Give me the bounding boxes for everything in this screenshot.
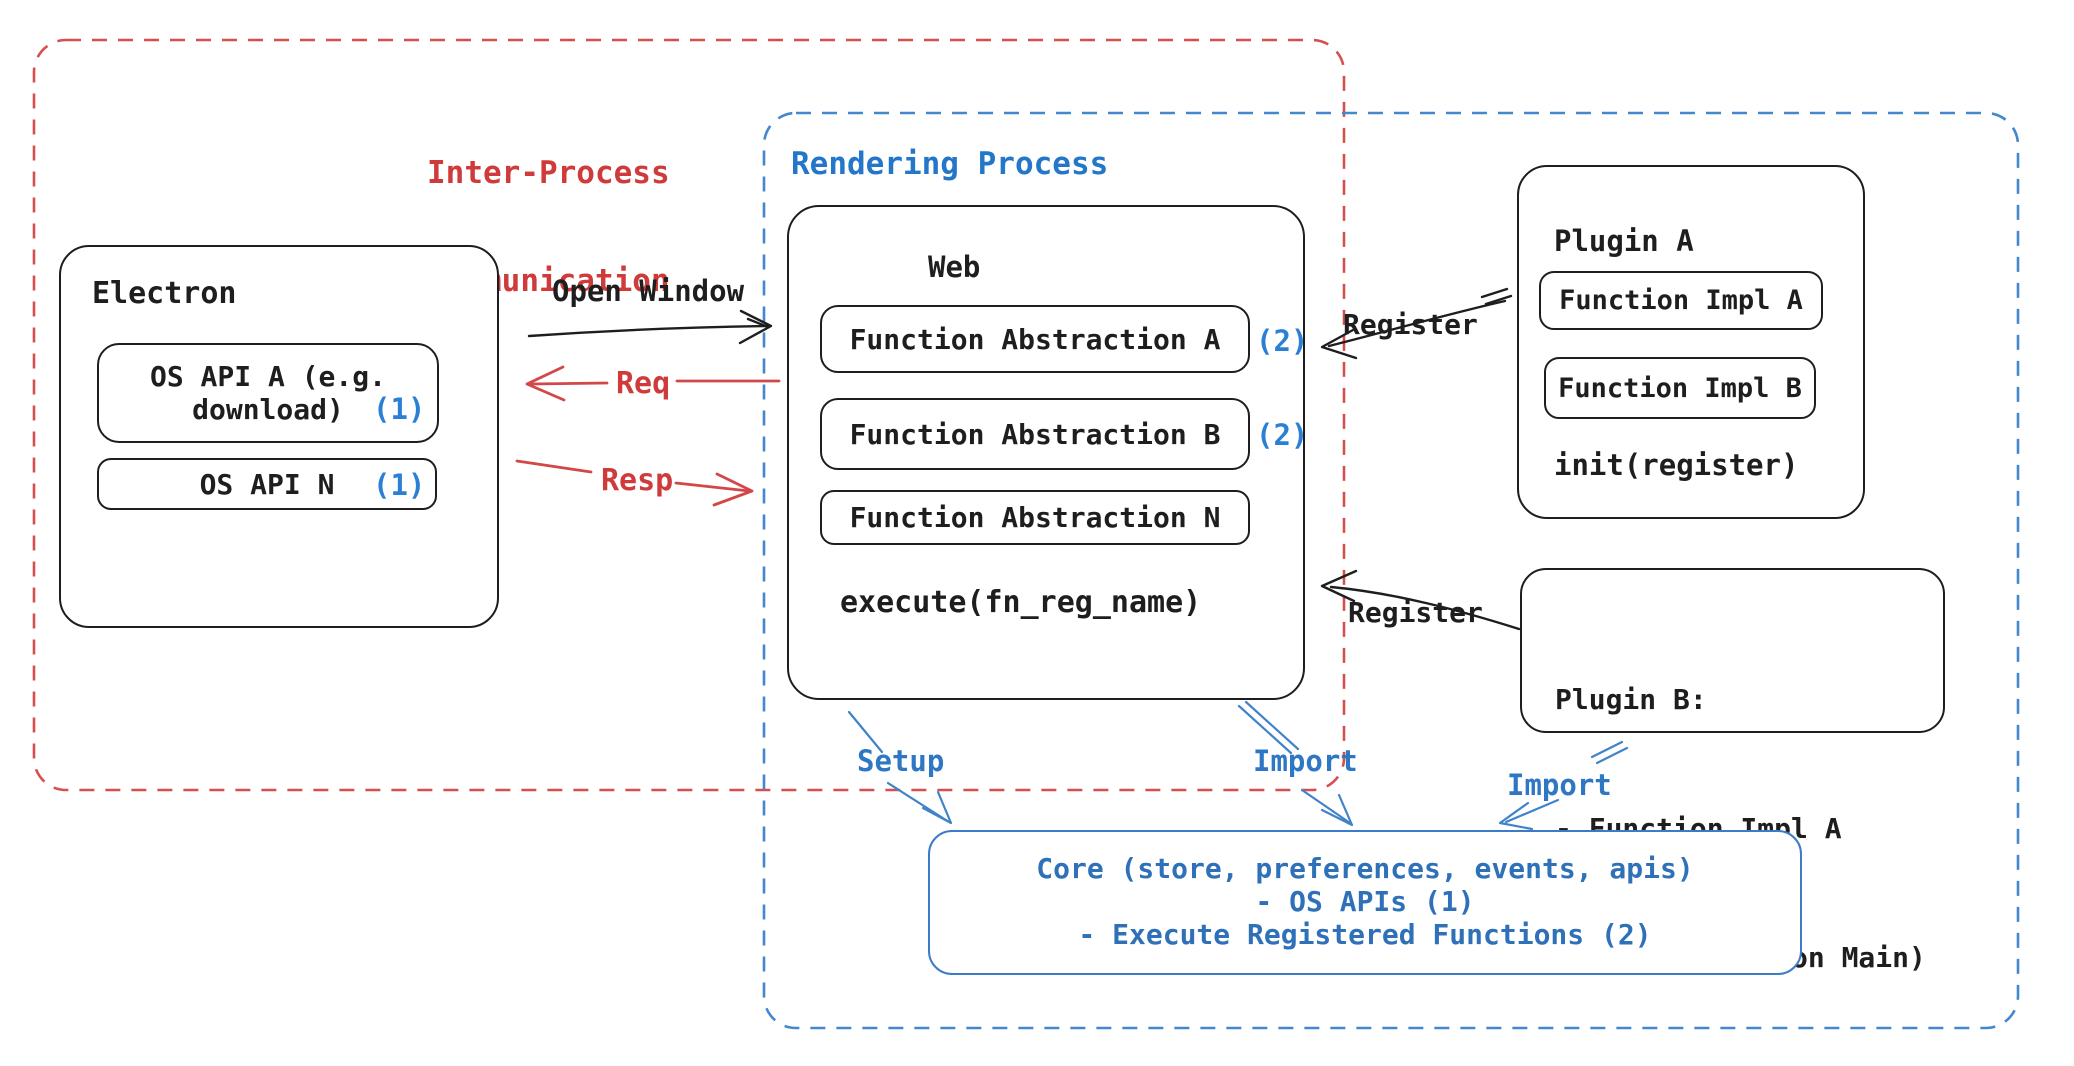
function-impl-a-label: Function Impl A — [1559, 285, 1803, 316]
function-abstraction-b-note: (2) — [1256, 418, 1309, 452]
resp-arrow — [515, 459, 593, 474]
function-impl-b-box: Function Impl B — [1544, 357, 1816, 419]
open-window-label: Open Window — [552, 274, 745, 308]
plugin-a-title: Plugin A — [1554, 224, 1694, 258]
function-abstraction-a-label: Function Abstraction A — [849, 322, 1221, 356]
import-web-label: Import — [1253, 744, 1358, 778]
plugin-b-text: Plugin B: - Function Impl A - Module (ru… — [1555, 592, 1926, 1065]
execute-label: execute(fn_reg_name) — [840, 585, 1202, 620]
core-line3: - Execute Registered Functions (2) — [1078, 918, 1652, 951]
register-b-label: Register — [1348, 596, 1483, 629]
os-api-a-line2: download) — [192, 393, 344, 426]
function-impl-a-box: Function Impl A — [1539, 271, 1823, 330]
ipc-region-label: Inter-Process Communication — [427, 83, 670, 371]
os-api-n-note: (1) — [373, 468, 426, 502]
req-label: Req — [616, 366, 671, 401]
register-a-label: Register — [1343, 308, 1478, 341]
os-api-a-note: (1) — [373, 392, 426, 426]
electron-title: Electron — [92, 276, 237, 311]
ipc-label-line1: Inter-Process — [427, 155, 670, 191]
plugin-b-box — [1520, 568, 1945, 733]
resp-arrowhead — [712, 472, 754, 507]
core-line2: - OS APIs (1) — [1255, 885, 1475, 918]
import-plugin-label: Import — [1507, 768, 1612, 802]
import-web-arrowhead — [1320, 793, 1354, 827]
core-box: Core (store, preferences, events, apis) … — [928, 830, 1802, 975]
web-title: Web — [928, 250, 981, 284]
import-plugin-arrowhead — [1498, 801, 1534, 831]
function-abstraction-a-note: (2) — [1256, 324, 1309, 358]
open-window-arrowhead — [738, 309, 773, 345]
os-api-a-box: OS API A (e.g. download) — [97, 343, 439, 443]
function-abstraction-b-label: Function Abstraction B — [849, 417, 1221, 451]
plugin-a-box — [1517, 165, 1865, 519]
req-arrowhead — [525, 365, 566, 402]
function-abstraction-n-label: Function Abstraction N — [849, 501, 1221, 534]
function-abstraction-n-box: Function Abstraction N — [820, 490, 1250, 545]
setup-label: Setup — [857, 744, 945, 778]
plugin-b-line1: Plugin B: — [1555, 683, 1707, 716]
init-register-label: init(register) — [1554, 448, 1799, 482]
rendering-region-label: Rendering Process — [791, 146, 1109, 182]
resp-label: Resp — [601, 463, 674, 498]
import-plugin-arrow — [1504, 798, 1560, 824]
os-api-n-box: OS API N — [97, 458, 437, 510]
os-api-a-line1: OS API A (e.g. — [149, 360, 386, 393]
function-impl-b-label: Function Impl B — [1558, 372, 1802, 404]
function-abstraction-a-box: Function Abstraction A — [820, 305, 1250, 373]
setup-arrowhead — [921, 790, 953, 825]
core-line1: Core (store, preferences, events, apis) — [1036, 852, 1694, 885]
os-api-n-label: OS API N — [199, 467, 335, 501]
function-abstraction-b-box: Function Abstraction B — [820, 398, 1250, 470]
